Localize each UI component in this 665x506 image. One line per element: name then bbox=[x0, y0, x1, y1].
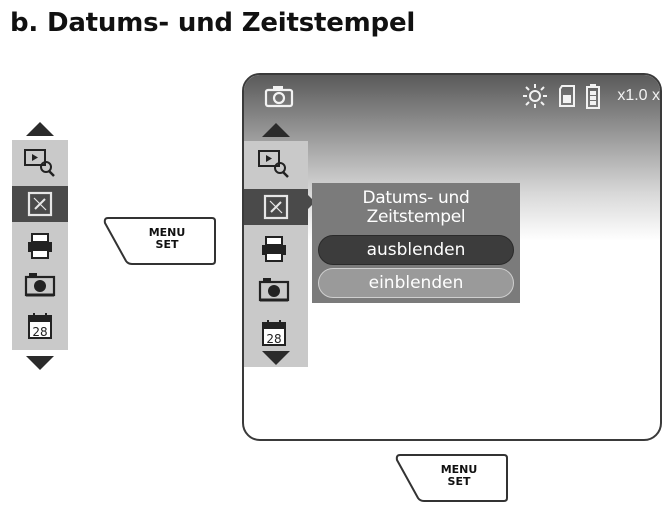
arrow-down-icon[interactable] bbox=[26, 356, 54, 370]
menu-column: 28 bbox=[12, 140, 68, 350]
camera-screen: x1.0 x bbox=[242, 73, 662, 441]
playback-zoom-icon bbox=[258, 150, 289, 178]
playback-zoom-icon bbox=[24, 149, 55, 177]
calendar-icon: 28 bbox=[262, 320, 286, 346]
page-title: b. Datums- und Zeitstempel bbox=[10, 8, 416, 38]
arrow-up-icon[interactable] bbox=[26, 122, 54, 136]
menu-set-button[interactable]: MENU SET bbox=[100, 215, 218, 267]
date-stamp-icon bbox=[263, 194, 289, 220]
menu-set-label: MENU SET bbox=[148, 226, 186, 251]
menu-set-button[interactable]: MENU SET bbox=[392, 452, 510, 504]
calendar-icon: 28 bbox=[28, 313, 52, 339]
menu-item-date-stamp[interactable] bbox=[12, 186, 68, 222]
menu-item-projector[interactable] bbox=[16, 268, 64, 304]
screen-menu-column: 28 bbox=[244, 141, 308, 367]
zoom-level: x1.0 x bbox=[617, 87, 660, 104]
menu-item-print[interactable] bbox=[16, 228, 64, 264]
print-icon bbox=[28, 233, 52, 259]
date-stamp-icon bbox=[27, 191, 53, 217]
menu-item-calendar[interactable]: 28 bbox=[250, 315, 298, 351]
calendar-day: 28 bbox=[266, 332, 281, 346]
option-einblenden[interactable]: einblenden bbox=[318, 268, 514, 298]
sd-card-icon bbox=[559, 85, 575, 107]
menu-set-label: MENU SET bbox=[440, 463, 478, 488]
menu-item-calendar[interactable]: 28 bbox=[16, 308, 64, 344]
key-shape bbox=[103, 217, 216, 265]
menu-item-date-stamp[interactable] bbox=[244, 189, 308, 225]
menu-item-projector[interactable] bbox=[250, 273, 298, 309]
date-stamp-submenu: Datums- und Zeitstempel ausblenden einbl… bbox=[312, 183, 520, 303]
projector-icon bbox=[258, 278, 290, 302]
key-shape bbox=[395, 454, 508, 502]
menu-item-playback-zoom[interactable] bbox=[16, 144, 64, 180]
menu-item-print[interactable] bbox=[250, 231, 298, 267]
print-icon bbox=[262, 236, 286, 262]
sun-icon bbox=[523, 84, 547, 108]
menu-item-playback-zoom[interactable] bbox=[250, 145, 298, 181]
battery-icon bbox=[586, 84, 600, 109]
arrow-down-icon[interactable] bbox=[262, 351, 290, 365]
option-ausblenden[interactable]: ausblenden bbox=[318, 235, 514, 265]
arrow-up-icon[interactable] bbox=[262, 123, 290, 137]
submenu-title: Datums- und Zeitstempel bbox=[362, 188, 470, 227]
projector-icon bbox=[24, 273, 56, 297]
selection-pointer-icon bbox=[308, 195, 315, 209]
camera-icon bbox=[264, 86, 294, 108]
calendar-day: 28 bbox=[32, 325, 47, 339]
